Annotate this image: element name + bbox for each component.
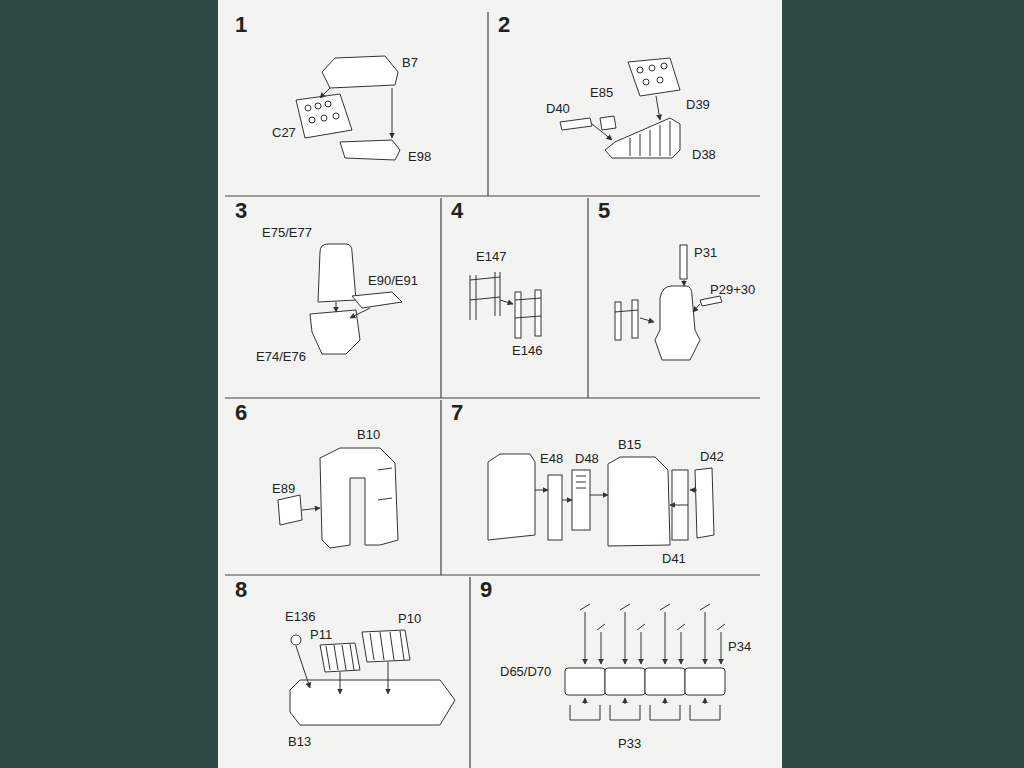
- part-number: P34: [728, 640, 751, 654]
- part-number: D42: [700, 450, 724, 464]
- step-panel: 2: [488, 10, 760, 196]
- part-number: P31: [694, 246, 717, 260]
- step-number: 6: [235, 402, 431, 424]
- step-number: 8: [235, 579, 460, 601]
- step-number: 2: [498, 14, 750, 36]
- part-number: E85: [590, 86, 613, 100]
- part-number: E74/E76: [256, 350, 306, 364]
- step-number: 9: [480, 579, 750, 601]
- part-number: D40: [546, 102, 570, 116]
- step-panel: 7: [441, 398, 760, 575]
- step-number: 7: [451, 402, 750, 424]
- part-number: P10: [398, 612, 421, 626]
- part-number: B10: [357, 428, 380, 442]
- part-number: E90/E91: [368, 274, 418, 288]
- part-number: E89: [272, 482, 295, 496]
- part-number: D38: [692, 148, 716, 162]
- part-number: B13: [288, 735, 311, 749]
- part-number: D65/D70: [500, 665, 551, 679]
- step-panel: 1: [225, 10, 488, 196]
- part-number: E146: [512, 344, 542, 358]
- part-number: E98: [408, 150, 431, 164]
- part-number: D39: [686, 98, 710, 112]
- part-number: D48: [575, 452, 599, 466]
- part-number: B15: [618, 438, 641, 452]
- step-panel: 4: [441, 196, 588, 398]
- step-panel: 6: [225, 398, 441, 575]
- part-number: P33: [618, 737, 641, 751]
- step-number: 3: [235, 200, 431, 222]
- step-number: 1: [235, 14, 478, 36]
- part-number: P11: [310, 628, 332, 642]
- part-number: E75/E77: [262, 226, 312, 240]
- part-number: P29+30: [710, 283, 755, 297]
- part-number: E147: [476, 250, 506, 264]
- part-number: D41: [662, 552, 686, 566]
- step-number: 4: [451, 200, 578, 222]
- step-number: 5: [598, 200, 750, 222]
- part-number: B7: [402, 56, 418, 70]
- part-number: E48: [540, 452, 563, 466]
- part-number: C27: [272, 126, 296, 140]
- step-panel: 3: [225, 196, 441, 398]
- part-number: E136: [285, 610, 315, 624]
- step-panel: 8: [225, 575, 470, 768]
